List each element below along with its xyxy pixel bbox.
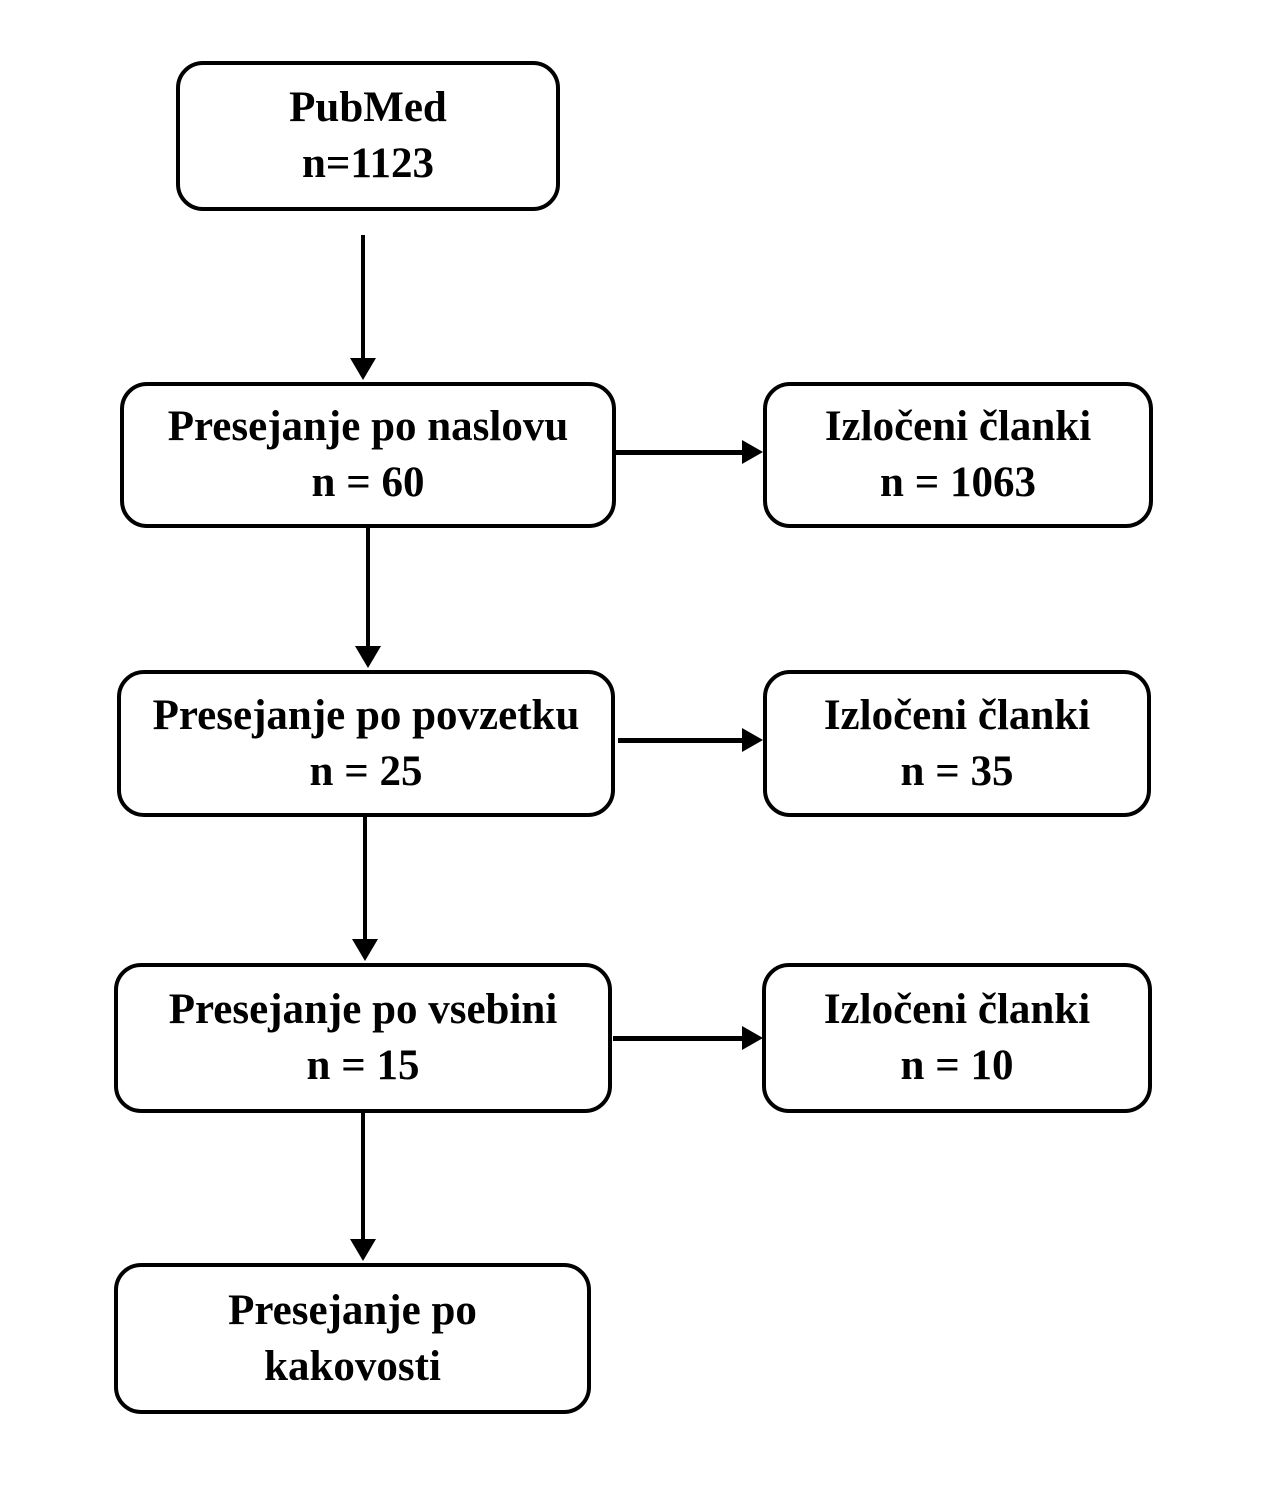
arrow-abstract-to-content-shaft — [363, 817, 367, 940]
arrow-right-icon — [742, 1026, 763, 1050]
node-count: n = 35 — [900, 747, 1014, 795]
arrow-title-to-abstract-shaft — [366, 528, 370, 647]
arrow-abstract-to-excluded-shaft — [618, 738, 743, 743]
node-count: n = 15 — [306, 1042, 420, 1089]
arrow-content-to-excluded-shaft — [613, 1036, 743, 1041]
node-label: Izločeni članki — [824, 403, 1092, 450]
node-count: n = 1063 — [880, 459, 1036, 506]
node-label: Presejanje po vsebini — [168, 986, 558, 1033]
node-label: kakovosti — [264, 1342, 441, 1390]
node-label: Izločeni članki — [823, 986, 1091, 1033]
arrow-right-icon — [742, 728, 763, 752]
node-label: Presejanje po naslovu — [167, 403, 569, 450]
arrow-title-to-excluded-shaft — [616, 450, 743, 455]
arrow-down-icon — [350, 1239, 376, 1261]
node-label: Presejanje po — [228, 1286, 477, 1334]
node-count: n = 25 — [309, 747, 423, 795]
arrow-right-icon — [742, 440, 763, 464]
node-excluded-articles-content: Izločeni članki n = 10 — [762, 963, 1152, 1113]
node-screening-by-content: Presejanje po vsebini n = 15 — [114, 963, 612, 1113]
node-screening-by-title: Presejanje po naslovu n = 60 — [120, 382, 616, 528]
arrow-down-icon — [350, 358, 376, 380]
node-count: n=1123 — [301, 140, 435, 187]
node-count: n = 10 — [900, 1042, 1014, 1089]
node-screening-by-abstract: Presejanje po povzetku n = 25 — [117, 670, 615, 817]
node-count: n = 60 — [311, 459, 425, 506]
node-label: Presejanje po povzetku — [152, 691, 580, 739]
node-excluded-articles-abstract: Izločeni članki n = 35 — [763, 670, 1151, 817]
node-screening-by-quality: Presejanje po kakovosti — [114, 1263, 591, 1414]
arrow-content-to-quality-shaft — [361, 1113, 365, 1240]
node-label: Izločeni članki — [823, 691, 1091, 739]
arrow-pubmed-to-title-shaft — [361, 235, 365, 359]
node-pubmed: PubMed n=1123 — [176, 61, 560, 211]
node-excluded-articles-title: Izločeni članki n = 1063 — [763, 382, 1153, 528]
node-label: PubMed — [289, 84, 447, 131]
arrow-down-icon — [352, 939, 378, 961]
arrow-down-icon — [355, 646, 381, 668]
